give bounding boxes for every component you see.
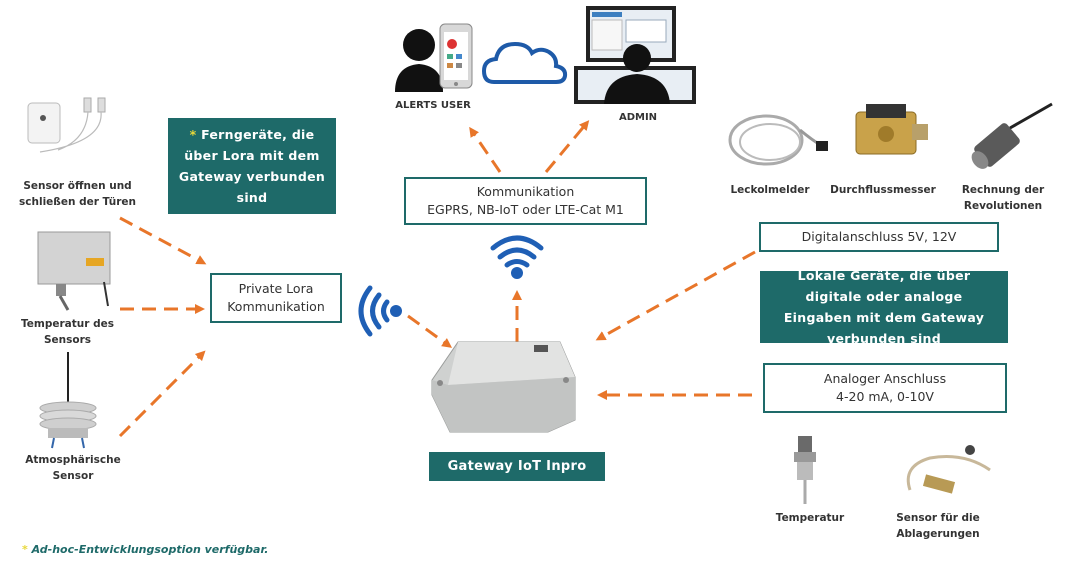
gateway-label: Gateway IoT Inpro (429, 452, 605, 481)
deposit-sensor-label: Sensor für die Ablagerungen (896, 512, 980, 540)
gateway-box-icon (431, 341, 576, 433)
analog-range: 4-20 mA, 0-10V (836, 389, 934, 404)
arrow-comm-to-alerts (469, 126, 502, 173)
analog-box: Analoger Anschluss 4-20 mA, 0-10V (763, 363, 1007, 413)
remote-devices-note: * Ferngeräte, die über Lora mit dem Gate… (168, 118, 336, 214)
footnote: * Ad-hoc-Entwicklungsoption verfügbar. (22, 543, 268, 556)
cloud-icon (481, 41, 568, 84)
person-phone-icon (395, 23, 473, 92)
arrow-comm-to-admin (544, 120, 590, 173)
temp-sensor-label: Temperatur des Sensors (21, 318, 114, 346)
lora-sub: Kommunikation (227, 299, 325, 314)
admin-monitor-icon (574, 6, 696, 104)
wifi-right-icon (358, 285, 390, 337)
atmo-sensor-label: Atmosphärische Sensor (25, 454, 121, 482)
door-sensor-icon (27, 97, 106, 153)
admin-label: ADMIN (618, 112, 658, 123)
communication-box: Kommunikation EGPRS, NB-IoT oder LTE-Cat… (404, 177, 647, 225)
atmo-sensor-icon (39, 352, 97, 449)
temperature-label: Temperatur (775, 512, 845, 524)
lora-box: Private Lora Kommunikation (210, 273, 342, 323)
revolution-sensor-icon (971, 102, 1053, 169)
remote-note-star: * (189, 127, 197, 142)
remote-note-text: Ferngeräte, die über Lora mit dem Gatewa… (178, 127, 326, 205)
arrows (118, 120, 756, 438)
alerts-user-label: ALERTS USER (395, 100, 471, 111)
arrow-digital-to-gateway (595, 250, 756, 341)
lora-title: Private Lora (238, 281, 314, 296)
arrow-atmo-to-lora (118, 350, 206, 438)
analog-title: Analoger Anschluss (823, 371, 947, 386)
door-sensor-label: Sensor öffnen und schließen der Türen (19, 180, 136, 208)
temp-probe-icon (794, 436, 816, 504)
footnote-text: Ad-hoc-Entwicklungsoption verfügbar. (31, 543, 269, 556)
communication-title: Kommunikation (476, 184, 575, 199)
local-devices-note: Lokale Geräte, die über digitale oder an… (760, 268, 1008, 346)
revolutions-label: Rechnung der Revolutionen (961, 184, 1045, 212)
wifi-up-icon (490, 235, 544, 268)
digital-box: Digitalanschluss 5V, 12V (759, 222, 999, 252)
leak-cable-icon (728, 114, 828, 166)
leak-label: Leckolmelder (730, 184, 810, 196)
flow-label: Durchflussmesser (830, 184, 936, 196)
footnote-star: * (22, 543, 28, 556)
temp-box-sensor-icon (37, 231, 111, 311)
flow-meter-icon (855, 104, 928, 155)
deposit-sensor-icon (906, 445, 991, 494)
communication-options: EGPRS, NB-IoT oder LTE-Cat M1 (427, 202, 624, 217)
arrow-wifi-to-gateway (407, 314, 453, 348)
arrow-door-to-lora (119, 216, 207, 265)
